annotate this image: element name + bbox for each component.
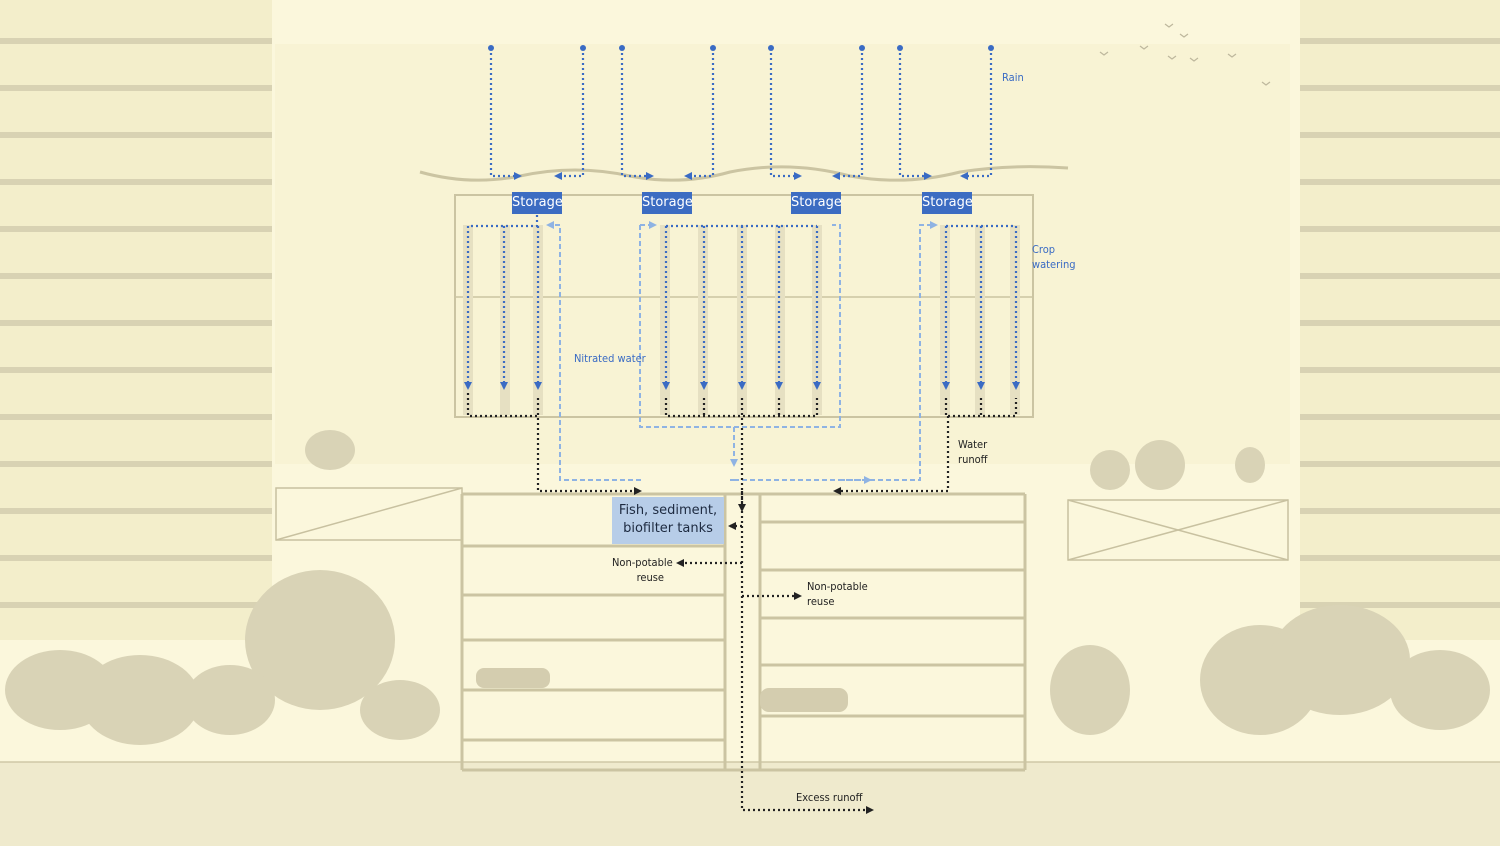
runoff-flow [466,393,1018,814]
non-potable-reuse-left-label: Non-potable reuse [612,556,673,584]
crop-watering-label: Crop watering [1032,243,1076,271]
water-runoff-label: Water runoff [958,438,988,466]
bridges [275,487,1289,561]
vehicles [476,668,848,712]
fish-sediment-biofilter-tanks: Fish, sediment, biofilter tanks [612,497,724,544]
nitrated-water-flow [546,221,938,484]
background-tower-right [1300,0,1500,640]
ground [0,762,1500,846]
trees [5,430,1490,745]
storage-box-4: Storage [922,192,973,214]
rain-dots [488,45,994,51]
excess-runoff-label: Excess runoff [796,791,863,804]
rain-flow [489,48,993,180]
storage-box-2: Storage [642,192,693,214]
storage-box-3: Storage [791,192,842,214]
birds [1099,23,1271,86]
storage-box-1: Storage [512,192,563,214]
background-tower-left [0,0,272,640]
non-potable-reuse-right-label: Non-potable reuse [807,580,868,608]
crop-towers [463,225,1020,415]
rain-label: Rain [1002,71,1024,84]
nitrated-water-label: Nitrated water [574,352,646,365]
crop-watering-flow [464,215,1020,390]
